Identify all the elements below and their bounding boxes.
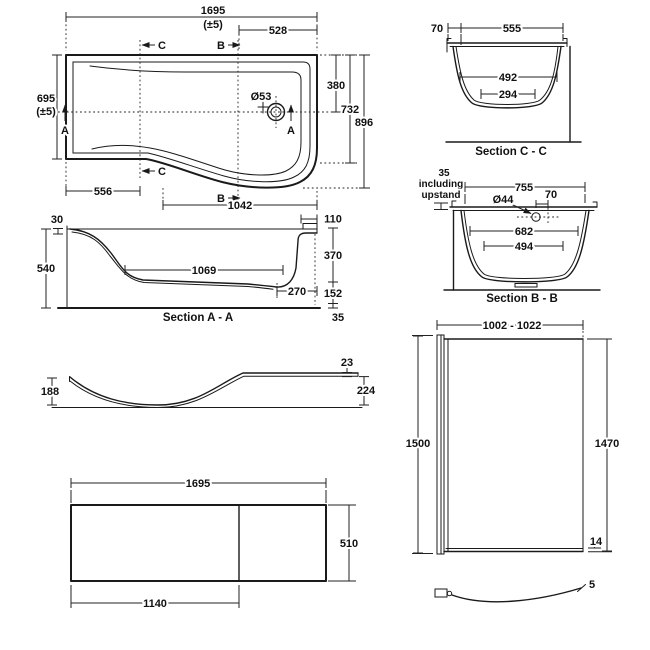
plan-section-markers — [62, 42, 294, 201]
cc-dim-555: 555 — [503, 23, 521, 35]
bb-dim-755: 755 — [515, 182, 533, 194]
section-aa-title: Section A - A — [163, 312, 233, 324]
panel-dim-1695: 1695 — [186, 478, 210, 490]
front-panel-dimensions — [70, 478, 356, 608]
screen-dim-1470: 1470 — [595, 438, 619, 450]
panel-dim-1140: 1140 — [143, 598, 167, 610]
aa-dim-370: 370 — [324, 250, 342, 262]
profile-dim-224: 224 — [357, 385, 376, 397]
bb-hole-diameter: Ø44 — [493, 194, 515, 206]
aa-dim-152: 152 — [324, 288, 342, 300]
plan-marker-a-left: A — [61, 125, 69, 137]
bb-dim-70: 70 — [545, 189, 557, 201]
plan-marker-c-bottom: C — [158, 166, 166, 178]
section-aa-outline — [57, 223, 321, 309]
plan-marker-c-top: C — [158, 40, 166, 52]
plan-marker-b-top: B — [217, 40, 225, 52]
plan-marker-b-bottom: B — [217, 193, 225, 205]
plan-dim-695-tol: (±5) — [36, 106, 56, 118]
aa-dim-110: 110 — [324, 214, 342, 226]
bb-dim-494: 494 — [515, 241, 534, 253]
plan-dim-1042: 1042 — [228, 200, 252, 212]
screen-dimensions — [412, 320, 612, 554]
cc-dim-294: 294 — [499, 89, 518, 101]
profile-dim-188: 188 — [41, 386, 59, 398]
screen-view: 1002 - 1022 1500 1470 14 5 — [404, 318, 621, 603]
section-cc-dimensions — [447, 23, 564, 99]
section-aa-view: 30 540 1069 270 110 370 152 35 Section A… — [35, 212, 346, 327]
plan-drain — [257, 101, 286, 122]
plan-bath-outline — [65, 54, 318, 189]
aa-dim-1069: 1069 — [192, 265, 216, 277]
plan-dimensions — [52, 12, 369, 210]
panel-dim-510: 510 — [340, 538, 358, 550]
plan-view: 1695 (±5) 528 C B 695 (±5) A A Ø53 380 7… — [34, 3, 375, 214]
section-bb-view: 35 including upstand 755 70 Ø44 682 494 … — [417, 166, 601, 307]
bb-note-upstand: upstand — [422, 190, 461, 201]
plan-dim-528: 528 — [269, 25, 287, 37]
aa-dim-270: 270 — [288, 286, 306, 298]
screen-outline — [436, 334, 584, 555]
plan-dim-1695: 1695 — [201, 5, 225, 17]
plan-dim-732: 732 — [341, 104, 359, 116]
panel-profile-outline — [51, 372, 363, 409]
plan-dim-1695-tol: (±5) — [203, 19, 223, 31]
section-aa-dimensions — [41, 214, 338, 309]
aa-dim-540: 540 — [37, 263, 55, 275]
screen-dim-14: 14 — [590, 536, 603, 548]
section-bb-dimensions — [434, 182, 586, 251]
section-cc-outline — [445, 38, 582, 143]
panel-profile-view: 188 23 224 — [39, 355, 378, 409]
section-cc-view: 70 555 492 294 Section C - C — [429, 21, 582, 160]
plan-centerlines — [58, 20, 370, 203]
front-panel-outline — [70, 504, 327, 582]
plan-marker-a-right: A — [287, 125, 295, 137]
bb-note-35: 35 — [438, 168, 450, 179]
section-bb-title: Section B - B — [486, 293, 558, 305]
screen-plan-curve — [434, 584, 586, 603]
screen-dim-5: 5 — [589, 579, 595, 591]
cc-dim-492: 492 — [499, 72, 517, 84]
plan-drain-diameter: Ø53 — [251, 91, 272, 103]
aa-dim-30: 30 — [51, 214, 63, 226]
cc-dim-70: 70 — [431, 23, 443, 35]
bb-note-including: including — [419, 179, 463, 190]
plan-dim-896: 896 — [355, 117, 373, 129]
screen-dim-width-range: 1002 - 1022 — [483, 320, 542, 332]
bb-dim-682: 682 — [515, 226, 533, 238]
aa-dim-35: 35 — [332, 312, 344, 324]
profile-dim-23: 23 — [341, 357, 353, 369]
front-panel-view: 1695 510 1140 — [70, 476, 360, 612]
section-cc-title: Section C - C — [475, 146, 547, 158]
plan-dim-556: 556 — [94, 186, 112, 198]
panel-profile-dimensions — [47, 368, 369, 406]
plan-dim-695: 695 — [37, 93, 55, 105]
screen-dim-1500: 1500 — [406, 438, 430, 450]
plan-dim-380: 380 — [327, 80, 345, 92]
